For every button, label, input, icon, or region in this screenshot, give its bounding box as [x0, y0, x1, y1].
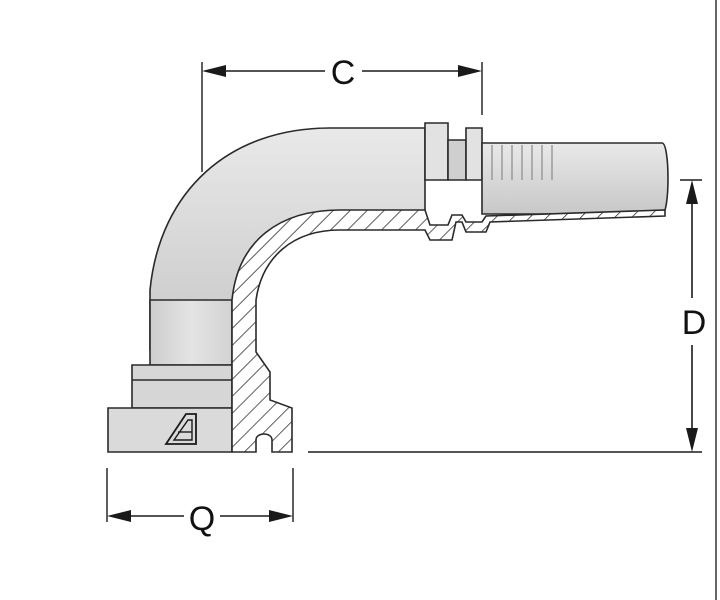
dimension-d: D [308, 179, 707, 453]
serrated-stem [481, 142, 669, 215]
dimension-q: Q [106, 468, 294, 538]
collar [131, 364, 233, 409]
ferrule-groove [447, 139, 467, 181]
manufacturer-logo-icon [164, 413, 197, 445]
dimension-c: C [201, 54, 483, 172]
ferrule-collar [424, 122, 449, 181]
arrowhead-right [458, 65, 482, 77]
dimension-q-label: Q [189, 500, 215, 538]
vertical-leg [149, 299, 233, 366]
ferrule-ring [465, 127, 483, 181]
arrowhead-down [686, 428, 698, 452]
flange [107, 407, 233, 453]
fitting-body [107, 122, 669, 453]
cross-section [231, 209, 666, 453]
section-wall [231, 209, 666, 453]
arrowhead-right [269, 510, 293, 522]
arrowhead-up [686, 180, 698, 204]
arrowhead-left [107, 510, 131, 522]
dimension-c-label: C [331, 54, 356, 92]
dimension-d-label: D [682, 304, 707, 342]
arrowhead-left [202, 65, 226, 77]
stem-serrations [491, 145, 553, 180]
